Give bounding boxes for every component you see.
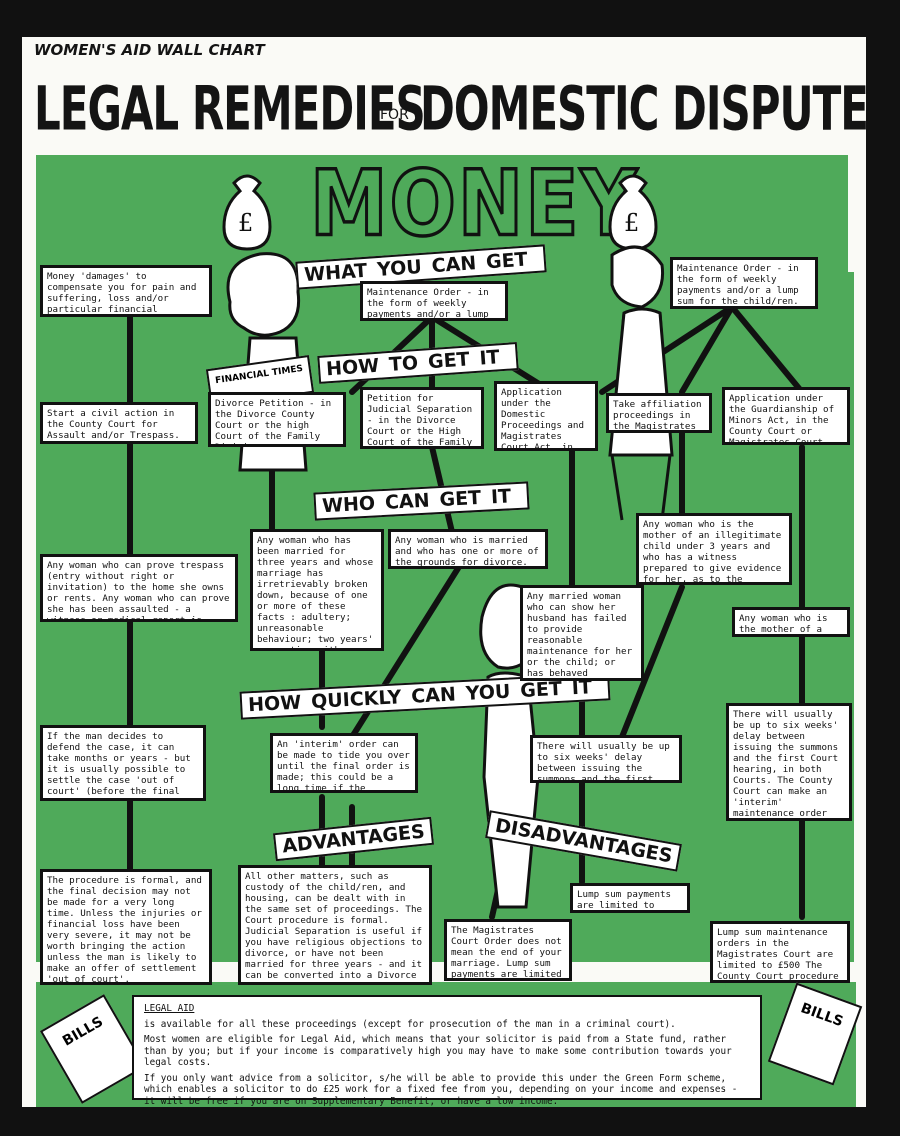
money-bag-icon-left: £ bbox=[222, 174, 272, 251]
box-what-damages: Money 'damages' to compensate you for pa… bbox=[40, 265, 212, 317]
poster: WOMEN'S AID WALL CHART LEGAL REMEDIES FO… bbox=[22, 37, 866, 1107]
box-disadvantage-county: Lump sum maintenance orders in the Magis… bbox=[710, 921, 850, 983]
box-how-divorce-petition: Divorce Petition - in the Divorce County… bbox=[208, 392, 346, 447]
box-who-married: Any woman who is married and who has one… bbox=[388, 529, 548, 569]
box-who-mother: Any woman who is the mother of a child. bbox=[732, 607, 850, 637]
currency-glyph: £ bbox=[624, 209, 639, 237]
legal-aid-p2: Most women are eligible for Legal Aid, w… bbox=[144, 1034, 732, 1068]
box-quick-defend: If the man decides to defend the case, i… bbox=[40, 725, 206, 801]
box-disadvantage-lump-sum: Lump sum payments are limited to £500. bbox=[570, 883, 690, 913]
legal-aid-p3: If you only want advice from a solicitor… bbox=[144, 1072, 738, 1107]
box-advantage-custody: All other matters, such as custody of th… bbox=[238, 865, 432, 985]
box-who-trespass-assault: Any woman who can prove trespass (entry … bbox=[40, 554, 238, 622]
box-how-judicial-separation: Petition for Judicial Separation - in th… bbox=[360, 387, 484, 449]
box-disadvantage-formal: The procedure is formal, and the final d… bbox=[40, 869, 212, 985]
box-quick-six-weeks: There will usually be up to six weeks' d… bbox=[530, 735, 682, 783]
box-how-civil-action: Start a civil action in the County Court… bbox=[40, 402, 198, 444]
money-bag-icon-right: £ bbox=[608, 174, 658, 251]
legal-aid-p1: is available for all these proceedings (… bbox=[144, 1018, 676, 1030]
box-who-illegitimate-child: Any woman who is the mother of an illegi… bbox=[636, 513, 792, 585]
box-how-guardianship: Application under the Guardianship of Mi… bbox=[722, 387, 850, 445]
box-quick-county: There will usually be up to six weeks' d… bbox=[726, 703, 852, 821]
title-left: LEGAL REMEDIES bbox=[34, 73, 426, 145]
box-how-domestic-proceedings: Application under the Domestic Proceedin… bbox=[494, 381, 598, 451]
currency-glyph: £ bbox=[238, 209, 253, 237]
kicker: WOMEN'S AID WALL CHART bbox=[34, 41, 265, 59]
woman-figure-center-icon bbox=[479, 583, 544, 909]
money-title: MONEY bbox=[309, 151, 639, 258]
box-what-maintenance-children: Maintenance Order - in the form of weekl… bbox=[670, 257, 818, 309]
title-for: FOR bbox=[380, 107, 409, 123]
box-who-divorce-grounds: Any woman who has been married for three… bbox=[250, 529, 384, 651]
box-who-failed-maintenance: Any married woman who can show her husba… bbox=[520, 585, 644, 681]
box-how-affiliation: Take affiliation proceedings in the Magi… bbox=[606, 393, 712, 433]
title-right: DOMESTIC DISPUTES bbox=[420, 73, 866, 145]
legal-aid-panel: LEGAL AID is available for all these pro… bbox=[132, 995, 762, 1107]
box-what-maintenance-you: Maintenance Order - in the form of weekl… bbox=[360, 281, 508, 321]
box-disadvantage-magistrates: The Magistrates Court Order does not mea… bbox=[444, 919, 572, 981]
legal-aid-heading: LEGAL AID bbox=[144, 1003, 195, 1014]
box-quick-interim: An 'interim' order can be made to tide y… bbox=[270, 733, 418, 793]
